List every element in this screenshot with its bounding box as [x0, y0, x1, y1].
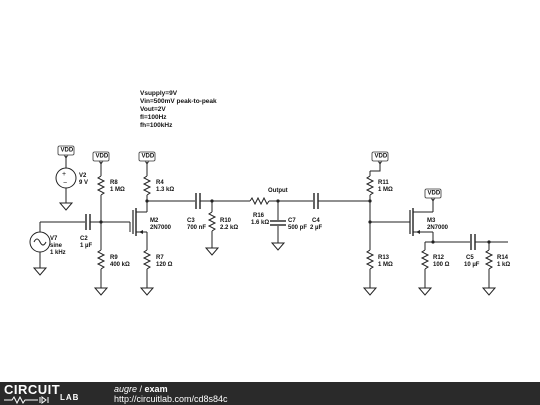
resistor-r8[interactable]: VDD R8 1 MΩ	[92, 151, 125, 222]
svg-text:+: +	[62, 171, 66, 178]
vdd-label: VDD	[61, 148, 74, 154]
r9-name: R9	[110, 255, 118, 261]
capacitor-c7[interactable]: C7 500 pF	[270, 201, 307, 251]
mosfet-m2[interactable]: M2 2N7000	[129, 208, 172, 236]
r4-name: R4	[156, 180, 164, 186]
svg-text:−: −	[63, 180, 67, 187]
output-label: Output	[268, 188, 288, 194]
r16-value: 1.6 kΩ	[251, 220, 269, 226]
separator: /	[137, 384, 145, 394]
c3-value: 700 nF	[187, 225, 206, 231]
r11-value: 1 MΩ	[378, 187, 393, 193]
r4-value: 1.3 kΩ	[156, 187, 174, 193]
note-fl: fl=100Hz	[140, 114, 167, 121]
v7-name: V7	[50, 236, 58, 242]
author-line: augre / exam	[114, 384, 168, 394]
r12-value: 100 Ω	[433, 262, 450, 268]
vdd-label: VDD	[142, 154, 155, 160]
resistor-r13[interactable]: R13 1 MΩ	[363, 201, 393, 296]
r8-value: 1 MΩ	[110, 187, 125, 193]
resistor-r11[interactable]: VDD R11 1 MΩ	[365, 151, 393, 201]
r7-name: R7	[156, 255, 164, 261]
author-link[interactable]: augre	[114, 384, 138, 394]
resistor-r12[interactable]: R12 100 Ω	[418, 232, 450, 296]
circuitlab-logo: CIRCUIT LAB	[4, 383, 108, 405]
note-vsupply: Vsupply=9V	[140, 90, 178, 97]
v7-frequency: 1 kHz	[50, 250, 66, 256]
resistor-r7[interactable]: R7 120 Ω	[140, 232, 173, 296]
m2-name: M2	[150, 218, 159, 224]
vdd-label: VDD	[96, 154, 109, 160]
r14-name: R14	[497, 255, 509, 261]
c5-name: C5	[466, 255, 474, 261]
m3-value: 2N7000	[427, 225, 449, 231]
waveform-icon	[4, 396, 49, 404]
r13-name: R13	[378, 255, 390, 261]
footer-bar: CIRCUIT LAB augre / exam http://circuitl…	[0, 382, 540, 405]
resistor-r14[interactable]: R14 1 kΩ	[482, 242, 510, 296]
c4-name: C4	[312, 218, 320, 224]
c3-name: C3	[187, 218, 195, 224]
capacitor-c5[interactable]: C5 10 µF	[464, 234, 480, 268]
c7-value: 500 pF	[288, 225, 307, 231]
r10-value: 2.2 kΩ	[220, 225, 238, 231]
capacitor-c4[interactable]: C4 2 µF	[310, 193, 322, 231]
r13-value: 1 MΩ	[378, 262, 393, 268]
v7-type: sine	[50, 243, 63, 249]
capacitor-c3[interactable]: C3 700 nF	[187, 193, 206, 231]
circuit-title: exam	[144, 384, 168, 394]
r9-value: 400 kΩ	[110, 262, 130, 268]
voltage-source-v7[interactable]: V7 sine 1 kHz	[29, 222, 66, 276]
r11-name: R11	[378, 180, 389, 186]
resistor-r16[interactable]: R16 1.6 kΩ	[249, 196, 270, 226]
r10-name: R10	[220, 218, 232, 224]
note-vout: Vout=2V	[140, 106, 166, 113]
circuit-url-link[interactable]: http://circuitlab.com/cd8s84c	[114, 394, 228, 404]
r12-name: R12	[433, 255, 445, 261]
r14-value: 1 kΩ	[497, 262, 510, 268]
design-notes: Vsupply=9V Vin=500mV peak-to-peak Vout=2…	[140, 90, 217, 129]
v2-name: V2	[79, 173, 87, 179]
vdd-label: VDD	[428, 191, 441, 197]
vdd-label: VDD	[375, 154, 388, 160]
r8-name: R8	[110, 180, 118, 186]
c5-value: 10 µF	[464, 262, 480, 268]
m3-name: M3	[427, 218, 436, 224]
c7-name: C7	[288, 218, 296, 224]
resistor-r10[interactable]: R10 2.2 kΩ	[205, 201, 238, 256]
note-fh: fh=100kHz	[140, 122, 173, 129]
resistor-r4[interactable]: VDD R4 1.3 kΩ	[138, 151, 174, 212]
mosfet-m3[interactable]: VDD M3 2N7000	[407, 188, 449, 236]
note-vin: Vin=500mV peak-to-peak	[140, 98, 217, 105]
r7-value: 120 Ω	[156, 262, 173, 268]
c2-name: C2	[80, 236, 88, 242]
r16-name: R16	[253, 213, 265, 219]
logo-text-circuit: CIRCUIT	[4, 382, 61, 397]
v2-value: 9 V	[79, 180, 88, 186]
schematic-canvas: Vsupply=9V Vin=500mV peak-to-peak Vout=2…	[29, 90, 510, 296]
c4-value: 2 µF	[310, 225, 322, 231]
logo-text-lab: LAB	[60, 393, 80, 402]
resistor-r9[interactable]: R9 400 kΩ	[94, 222, 130, 296]
capacitor-c2[interactable]: C2 1 µF	[80, 214, 92, 249]
voltage-source-v2[interactable]: VDD + − V2 9 V	[55, 145, 88, 211]
c2-value: 1 µF	[80, 243, 92, 249]
m2-value: 2N7000	[150, 225, 172, 231]
